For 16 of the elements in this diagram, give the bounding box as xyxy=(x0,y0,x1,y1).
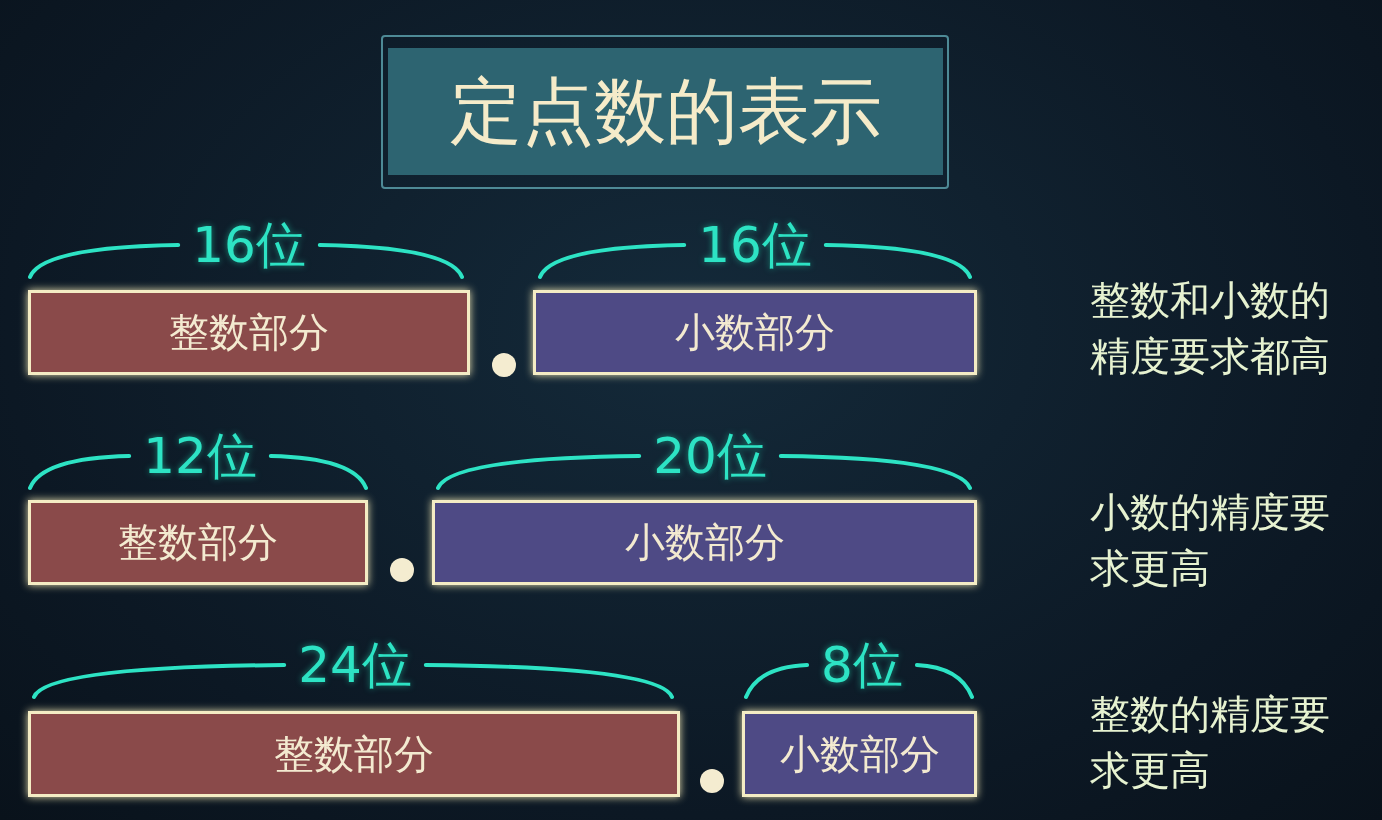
fraction-part-box: 小数部分 xyxy=(533,290,977,375)
integer-part-box: 整数部分 xyxy=(28,711,680,797)
bit-width-label: 24位 xyxy=(298,634,412,696)
note: 整数和小数的精度要求都高 xyxy=(1090,276,1331,381)
bit-width-label: 16位 xyxy=(698,214,812,276)
note: 小数的精度要求更高 xyxy=(1090,488,1331,593)
bit-width-label: 16位 xyxy=(192,214,306,276)
integer-part-box: 整数部分 xyxy=(28,290,470,375)
bit-width-label: 12位 xyxy=(143,425,257,487)
bit-width-label: 8位 xyxy=(821,634,903,696)
integer-part-box: 整数部分 xyxy=(28,500,368,585)
fraction-part-box: 小数部分 xyxy=(432,500,977,585)
bit-width-label: 20位 xyxy=(653,425,767,487)
note: 整数的精度要求更高 xyxy=(1090,690,1331,795)
fraction-part-box: 小数部分 xyxy=(742,711,977,797)
title: 定点数的表示 xyxy=(388,48,943,175)
